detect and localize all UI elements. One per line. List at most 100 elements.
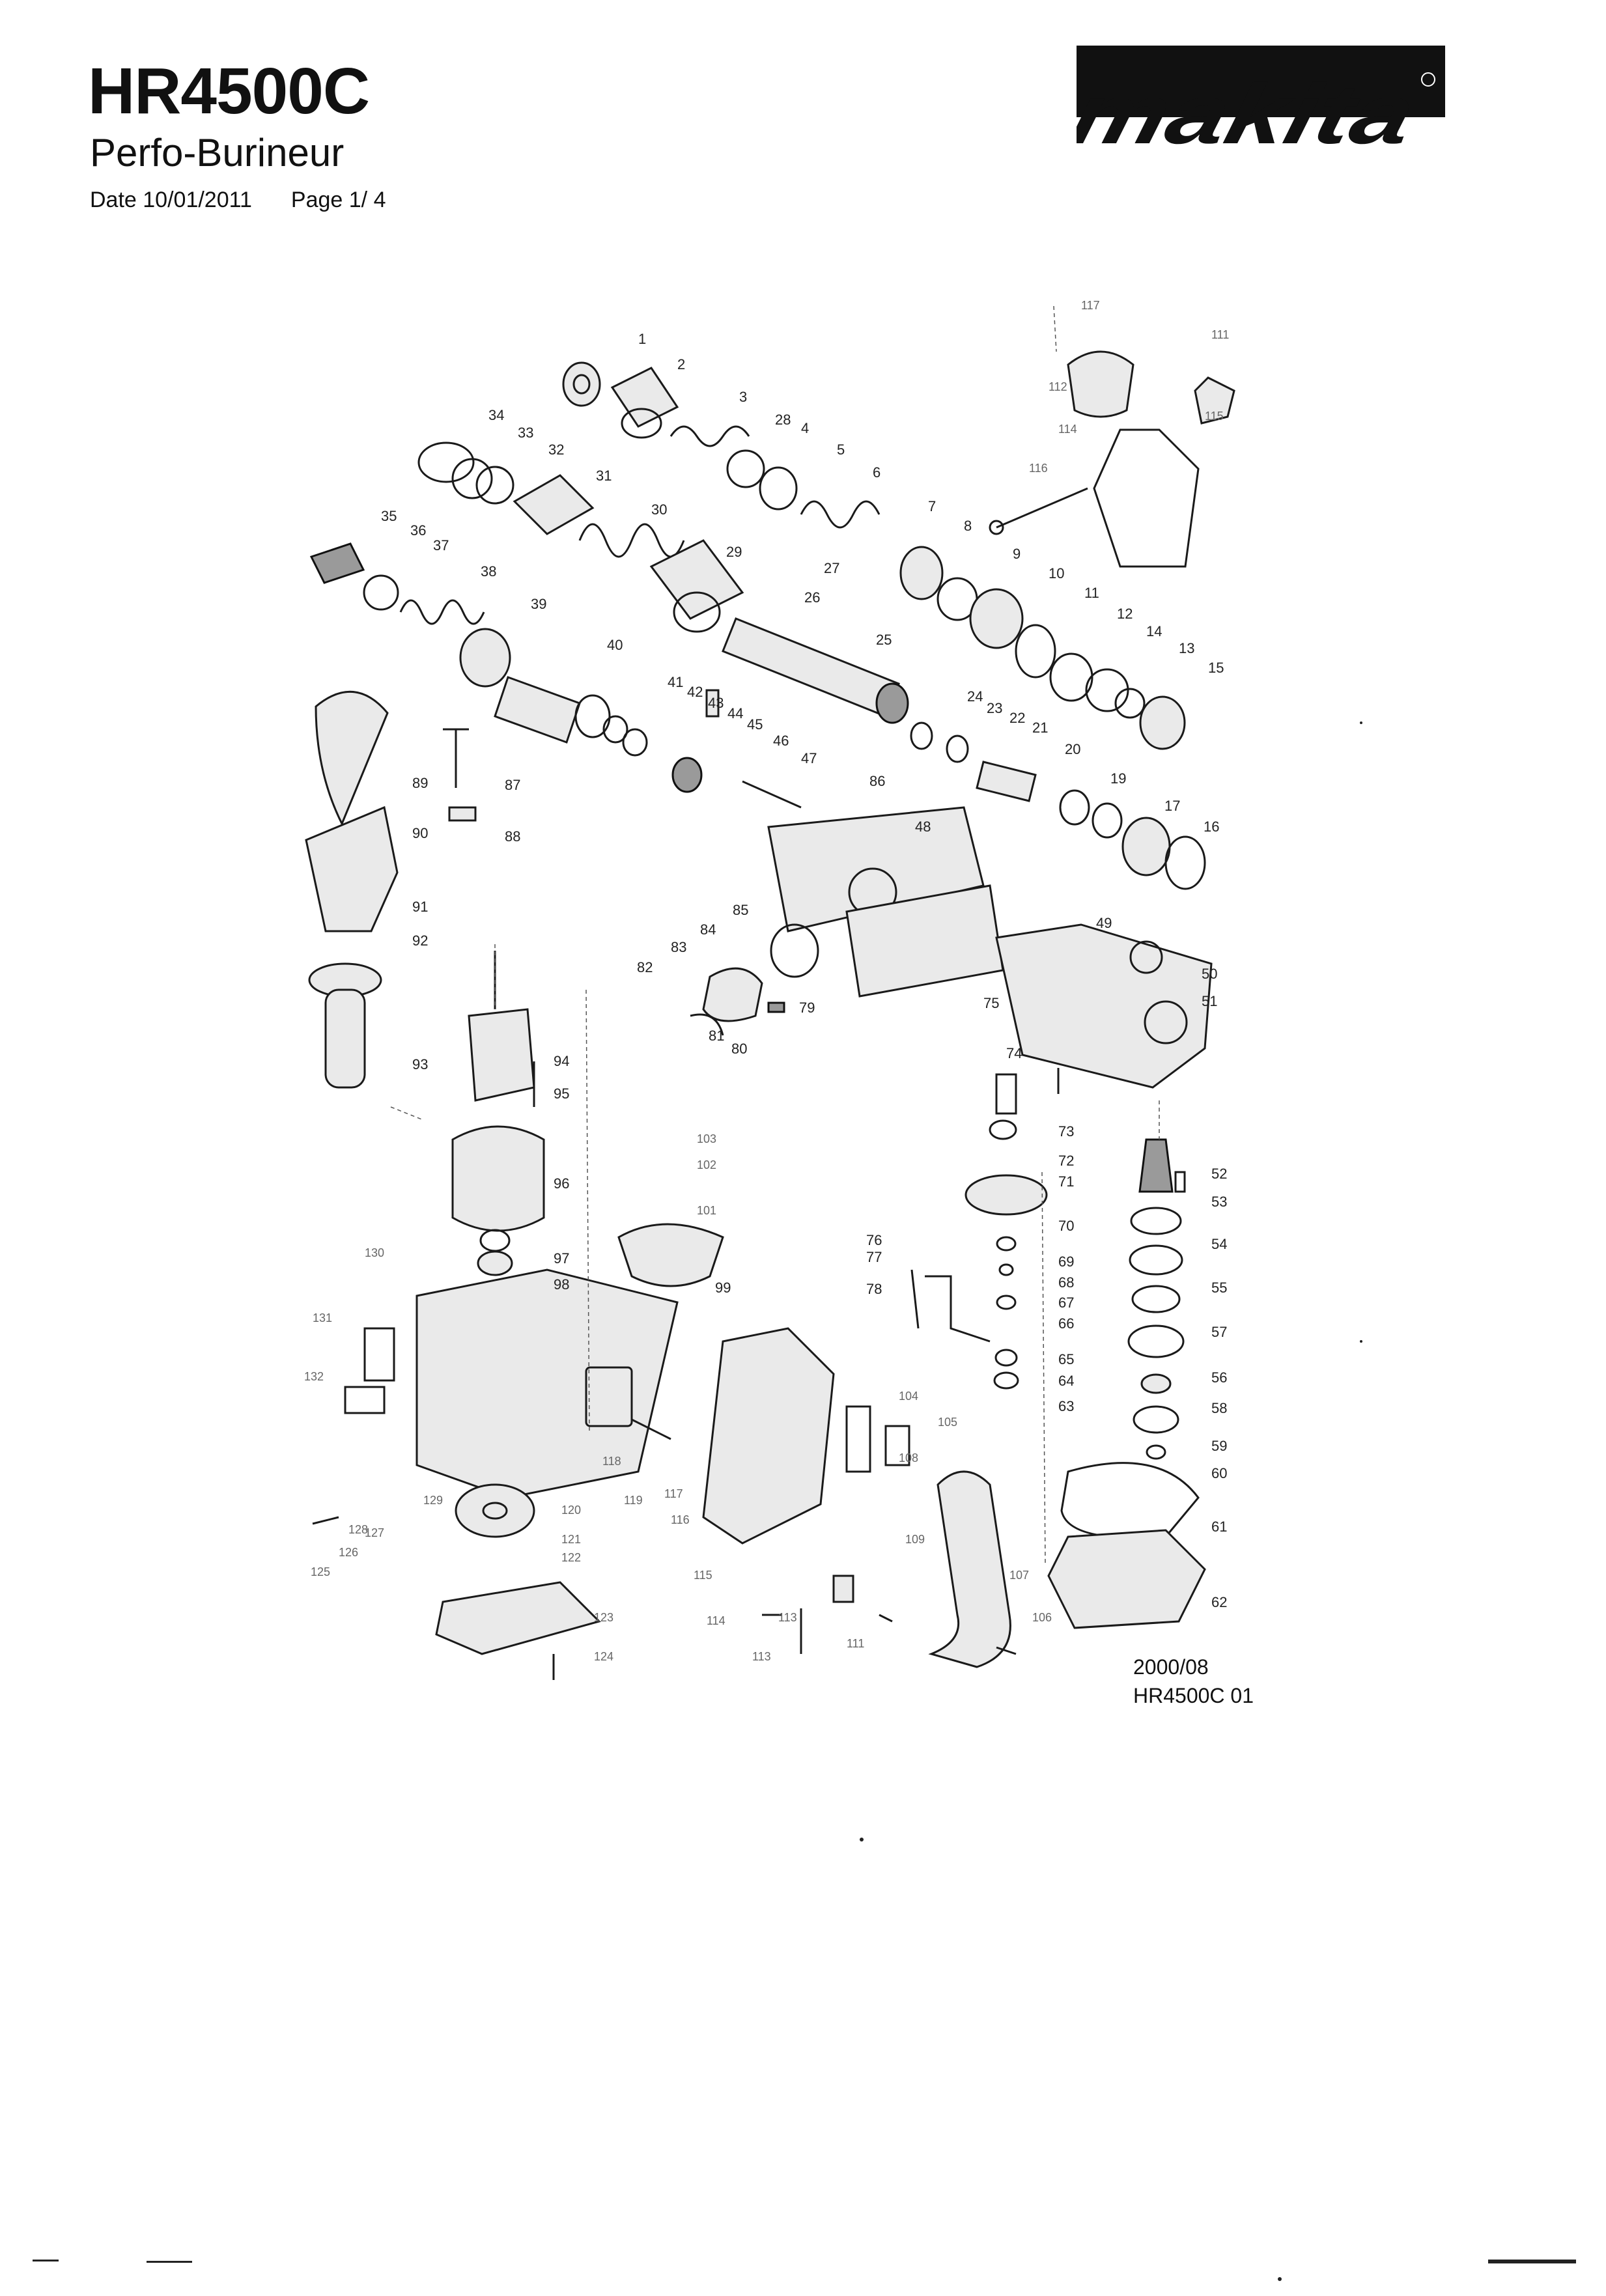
callout-3: 3 <box>739 389 747 405</box>
part-30-spring <box>578 523 685 558</box>
callout-59: 59 <box>1211 1438 1227 1454</box>
callout-88: 88 <box>505 828 520 845</box>
callout-73: 73 <box>1058 1123 1074 1140</box>
leader-lines <box>390 305 1160 1563</box>
callout-45: 45 <box>747 716 763 733</box>
callout-80: 80 <box>731 1041 747 1057</box>
part-2-sleeve <box>610 367 679 439</box>
callout-91: 91 <box>412 899 428 915</box>
svg-text:126: 126 <box>339 1546 358 1559</box>
callout-21: 21 <box>1032 720 1048 736</box>
callout-90: 90 <box>412 825 428 841</box>
part-94-armature <box>468 951 535 1102</box>
callout-83: 83 <box>671 939 686 955</box>
part-7-9-bearing <box>899 546 1024 649</box>
svg-text:103: 103 <box>697 1132 716 1145</box>
svg-text:114: 114 <box>707 1614 726 1627</box>
callout-50: 50 <box>1202 966 1217 982</box>
callout-63: 63 <box>1058 1398 1074 1414</box>
part-31-gear <box>513 474 595 535</box>
callout-82: 82 <box>637 959 653 975</box>
callout-55: 55 <box>1211 1280 1227 1296</box>
part-40-cylinder <box>494 676 648 757</box>
callout-29: 29 <box>726 544 742 560</box>
part-75-gear-housing <box>995 923 1213 1089</box>
svg-text:129: 129 <box>423 1494 443 1507</box>
part-5-6-rings <box>726 449 880 529</box>
callout-76: 76 <box>866 1232 882 1248</box>
part-handle-housing <box>702 1327 910 1545</box>
callout-1: 1 <box>638 331 646 347</box>
callout-67: 67 <box>1058 1295 1074 1311</box>
callout-32: 32 <box>548 441 564 458</box>
svg-text:116: 116 <box>1029 462 1048 475</box>
callout-92: 92 <box>412 932 428 949</box>
callout-52: 52 <box>1211 1166 1227 1182</box>
svg-text:114: 114 <box>1058 423 1077 436</box>
callout-10: 10 <box>1049 565 1064 581</box>
part-41-47-links <box>671 689 802 809</box>
callout-14: 14 <box>1146 623 1162 639</box>
callout-11: 11 <box>1084 585 1099 601</box>
svg-text:111: 111 <box>847 1637 864 1650</box>
svg-text:124: 124 <box>594 1650 613 1663</box>
svg-text:106: 106 <box>1032 1611 1052 1624</box>
callout-8: 8 <box>964 518 972 534</box>
part-120-fan <box>455 1483 535 1538</box>
logo-lower-band <box>1077 117 1445 168</box>
part-52-spindle <box>1138 1138 1186 1193</box>
svg-text:130: 130 <box>365 1246 384 1259</box>
callout-96: 96 <box>554 1175 569 1192</box>
part-53-58-rings <box>1127 1207 1185 1460</box>
part-89-loop-handle <box>315 690 389 826</box>
callout-41: 41 <box>668 674 683 690</box>
svg-text:109: 109 <box>905 1533 925 1546</box>
part-35-39-barrel <box>309 542 511 688</box>
callout-74: 74 <box>1006 1045 1022 1061</box>
callout-75: 75 <box>983 995 999 1011</box>
svg-text:132: 132 <box>304 1370 324 1383</box>
callout-49: 49 <box>1096 915 1112 931</box>
part-61-gear-cover <box>1047 1529 1206 1629</box>
part-number-callouts: 1234567891011121314151617192021222324252… <box>381 331 1227 1610</box>
callout-68: 68 <box>1058 1274 1074 1291</box>
callout-53: 53 <box>1211 1194 1227 1210</box>
callout-27: 27 <box>824 560 839 576</box>
callout-54: 54 <box>1211 1236 1227 1252</box>
part-63-73-gear-stack <box>965 1073 1048 1390</box>
callout-78: 78 <box>866 1281 882 1297</box>
svg-text:112: 112 <box>1049 380 1067 393</box>
callout-71: 71 <box>1058 1173 1074 1190</box>
callout-61: 61 <box>1211 1519 1227 1535</box>
callout-30: 30 <box>651 501 667 518</box>
part-99-baffle <box>617 1223 724 1287</box>
svg-text:119: 119 <box>624 1494 643 1507</box>
svg-text:113: 113 <box>778 1611 797 1624</box>
callout-4: 4 <box>801 420 809 436</box>
callout-42: 42 <box>687 684 703 700</box>
callout-47: 47 <box>801 750 817 766</box>
callout-31: 31 <box>596 468 612 484</box>
part-switch-unit <box>585 1366 671 1440</box>
registered-mark-icon <box>1421 72 1435 87</box>
part-16-17-clutch <box>1059 789 1206 890</box>
callout-86: 86 <box>869 773 885 789</box>
svg-text:117: 117 <box>664 1487 683 1500</box>
svg-text:113: 113 <box>752 1650 771 1663</box>
callout-22: 22 <box>1009 710 1025 726</box>
part-93-side-grip <box>308 962 382 1089</box>
callout-69: 69 <box>1058 1253 1074 1270</box>
callout-98: 98 <box>554 1276 569 1293</box>
part-ring-32-34 <box>417 441 514 505</box>
callout-60: 60 <box>1211 1465 1227 1481</box>
callout-25: 25 <box>876 632 892 648</box>
callout-20: 20 <box>1065 741 1080 757</box>
makita-logo: makita <box>1077 46 1445 168</box>
callout-95: 95 <box>554 1085 569 1102</box>
callout-56: 56 <box>1211 1369 1227 1386</box>
callout-70: 70 <box>1058 1218 1074 1234</box>
callout-37: 37 <box>433 537 449 553</box>
callout-51: 51 <box>1202 993 1217 1009</box>
